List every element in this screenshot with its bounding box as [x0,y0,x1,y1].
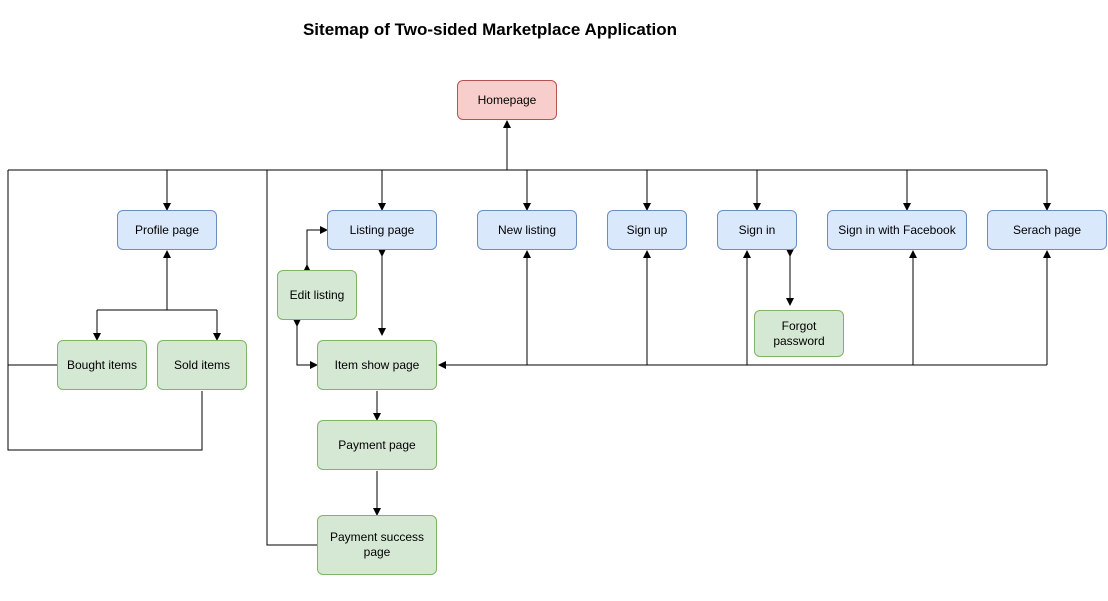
node-new-listing: New listing [477,210,577,250]
edge-success-loop [266,170,317,546]
node-item-show-page: Item show page [317,340,437,390]
edge-left-loop [7,170,203,451]
node-sign-up: Sign up [607,210,687,250]
node-search-page: Serach page [987,210,1107,250]
node-sign-in-facebook: Sign in with Facebook [827,210,967,250]
edge-edit-listing [303,226,328,272]
node-bought-items: Bought items [57,340,147,390]
diagram-title: Sitemap of Two-sided Marketplace Applica… [302,20,678,39]
node-profile-page: Profile page [117,210,217,250]
node-listing-page: Listing page [327,210,437,250]
node-payment-page: Payment page [317,420,437,470]
node-homepage: Homepage [457,80,557,120]
edge-edit-itemshow [293,319,318,369]
node-edit-listing: Edit listing [277,270,357,320]
node-sign-in: Sign in [717,210,797,250]
node-payment-success: Payment success page [317,515,437,575]
node-sold-items: Sold items [157,340,247,390]
node-forgot-password: Forgot password [754,310,844,357]
